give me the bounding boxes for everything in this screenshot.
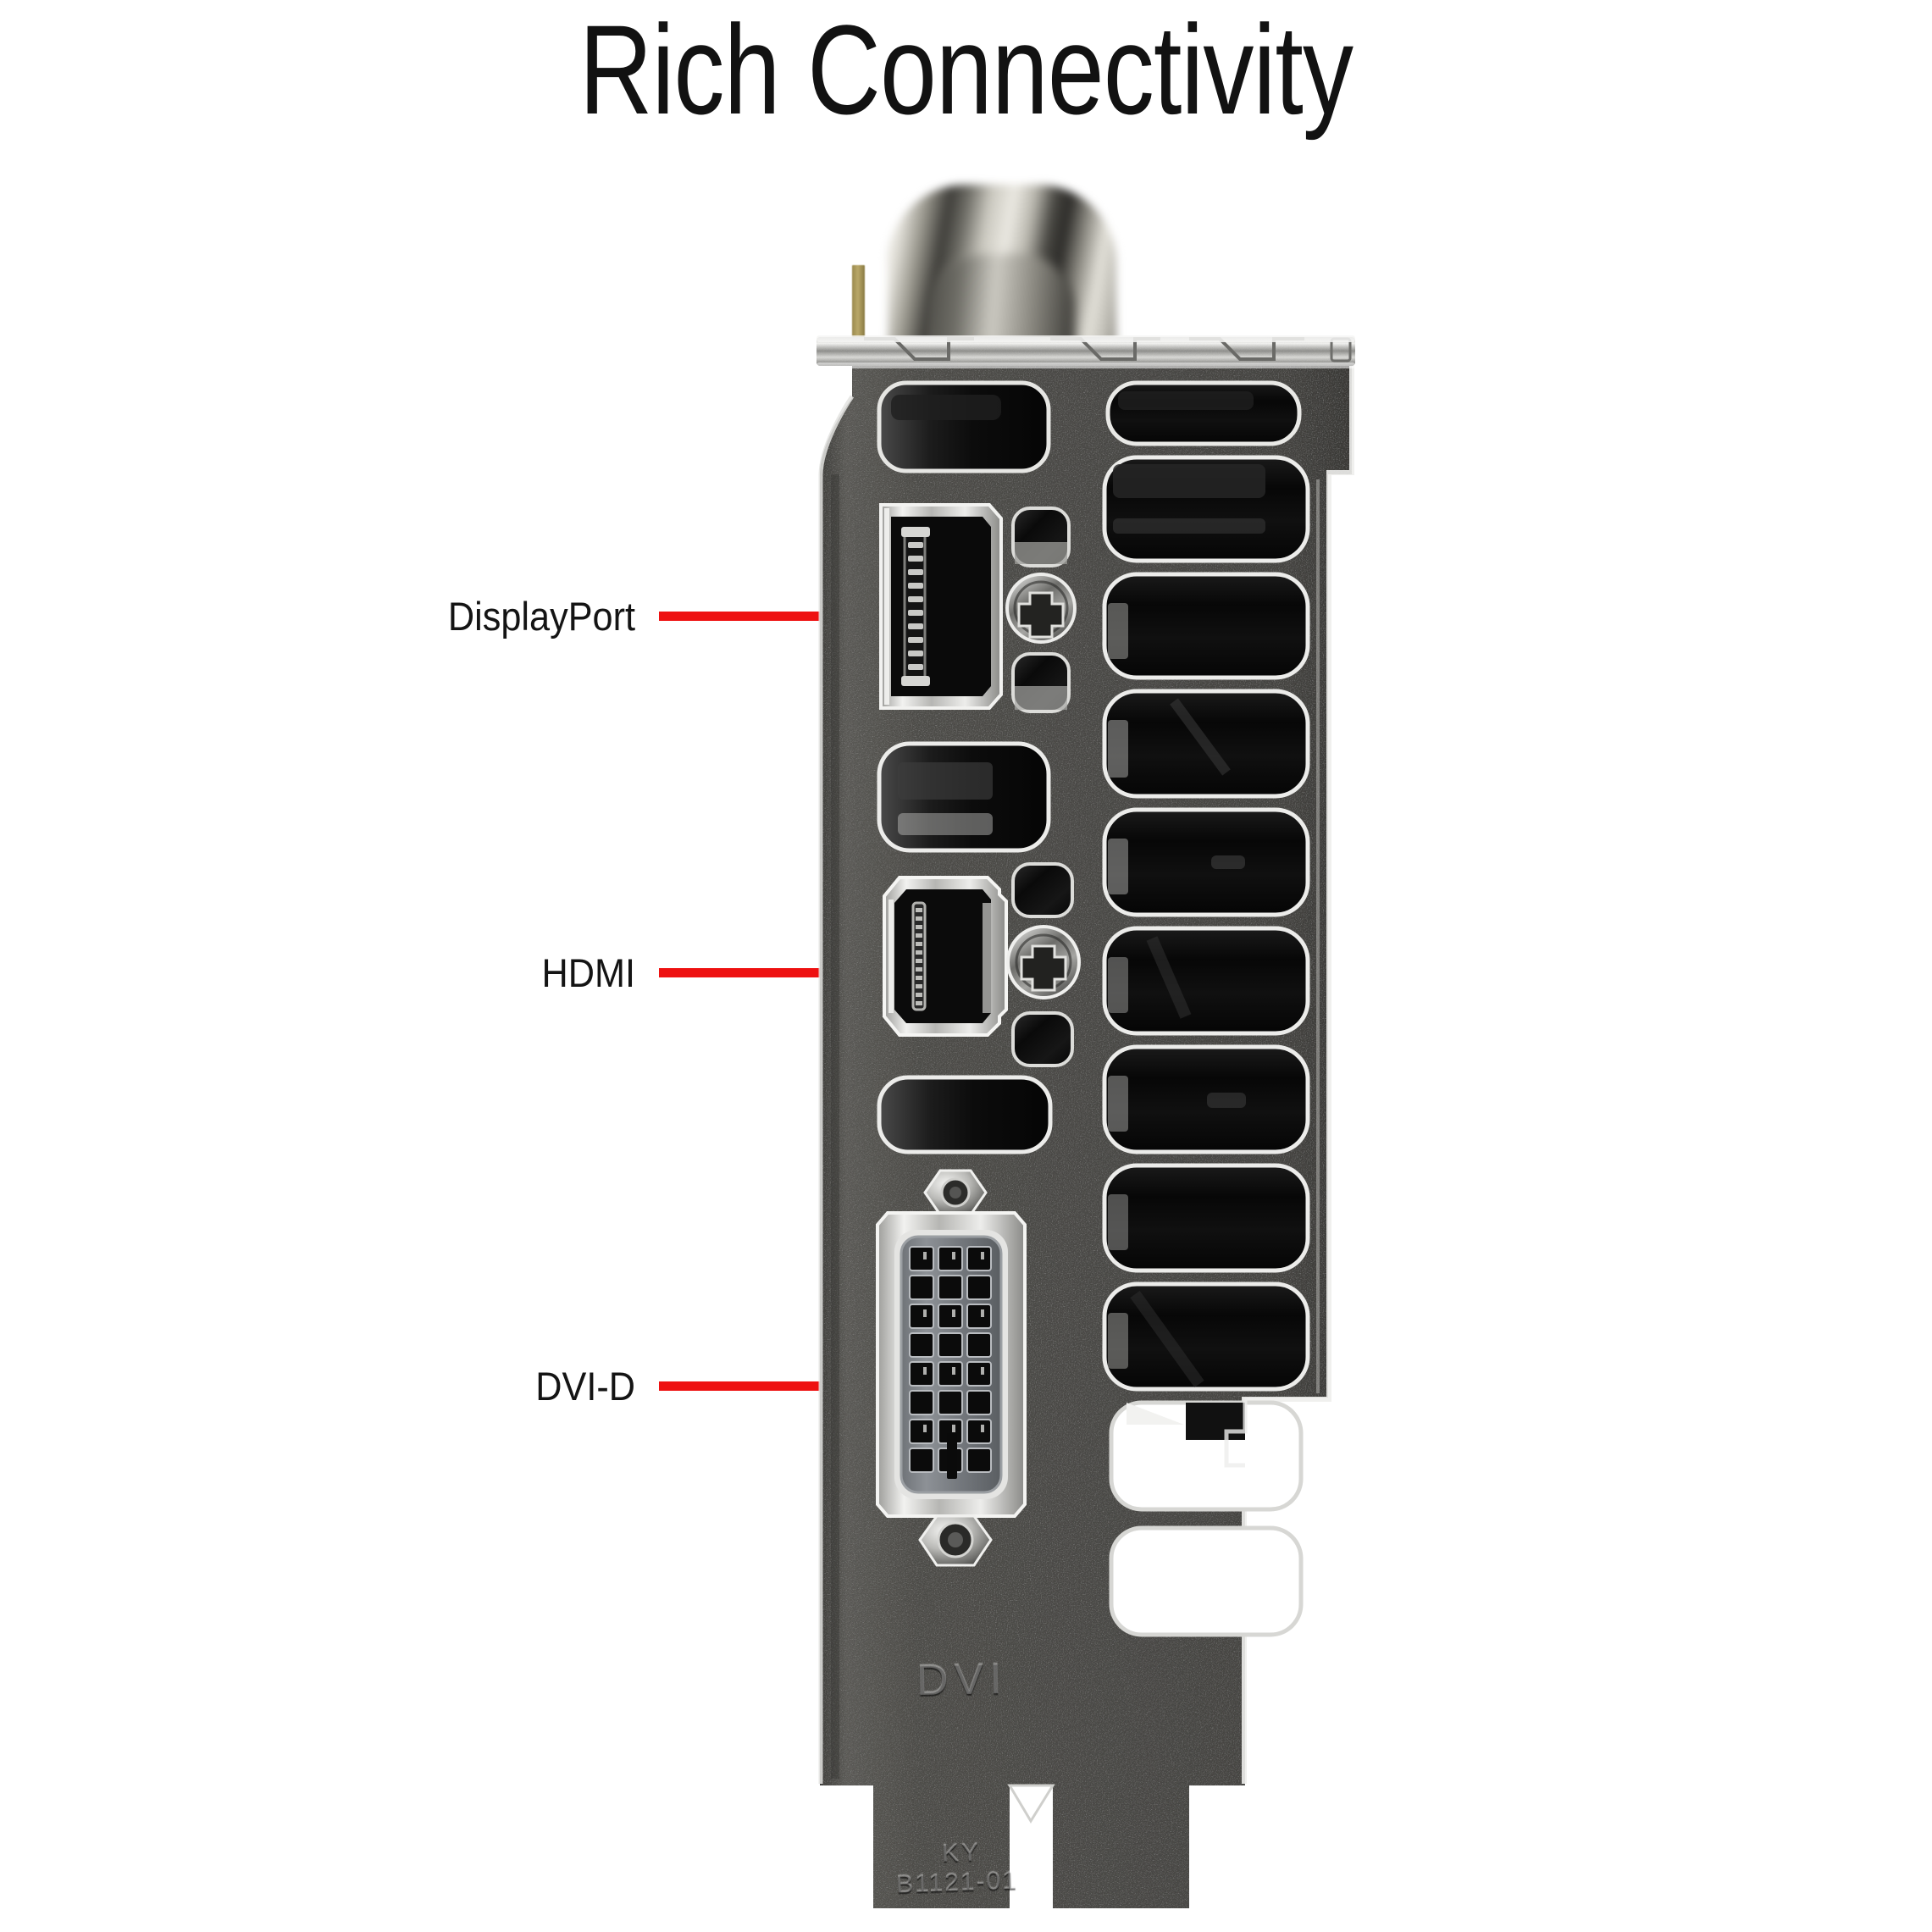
dvi-jackscrew-upper: [923, 1169, 988, 1216]
vent-slot-left-1: [877, 380, 1051, 473]
bracket-top-lip: [817, 335, 1355, 368]
vent-slot-dp-side-top: [1011, 507, 1071, 567]
hdmi-connector: [883, 876, 1008, 1037]
vent-slot-left-3: [877, 1075, 1053, 1154]
callout-label-hdmi: HDMI: [541, 950, 635, 995]
vent-slot-dp-side-bottom: [1011, 652, 1071, 713]
vent-slot-hdmi-side-bottom: [1011, 1011, 1074, 1067]
page-title: Rich Connectivity: [578, 0, 1354, 141]
leader-line-dvid: [659, 1381, 920, 1391]
gold-standoff-pin: [852, 265, 865, 346]
leader-line-displayport: [659, 612, 911, 621]
displayport-connector: [879, 503, 1003, 710]
callout-label-dvid: DVI-D: [535, 1364, 635, 1409]
dvi-jackscrew-lower: [918, 1514, 993, 1567]
heatpipe-loop-inner-shadow: [928, 254, 1074, 349]
callout-label-displayport: DisplayPort: [447, 594, 635, 639]
phillips-screw-upper: [1005, 573, 1077, 644]
phillips-screw-lower: [1006, 925, 1081, 999]
dvi-d-connector: [876, 1169, 1027, 1567]
vent-slot-hdmi-side-top: [1011, 862, 1074, 918]
vent-slot-left-2: [877, 741, 1051, 853]
vent-column-right: [1102, 380, 1310, 1637]
leader-line-hdmi: [659, 968, 916, 977]
